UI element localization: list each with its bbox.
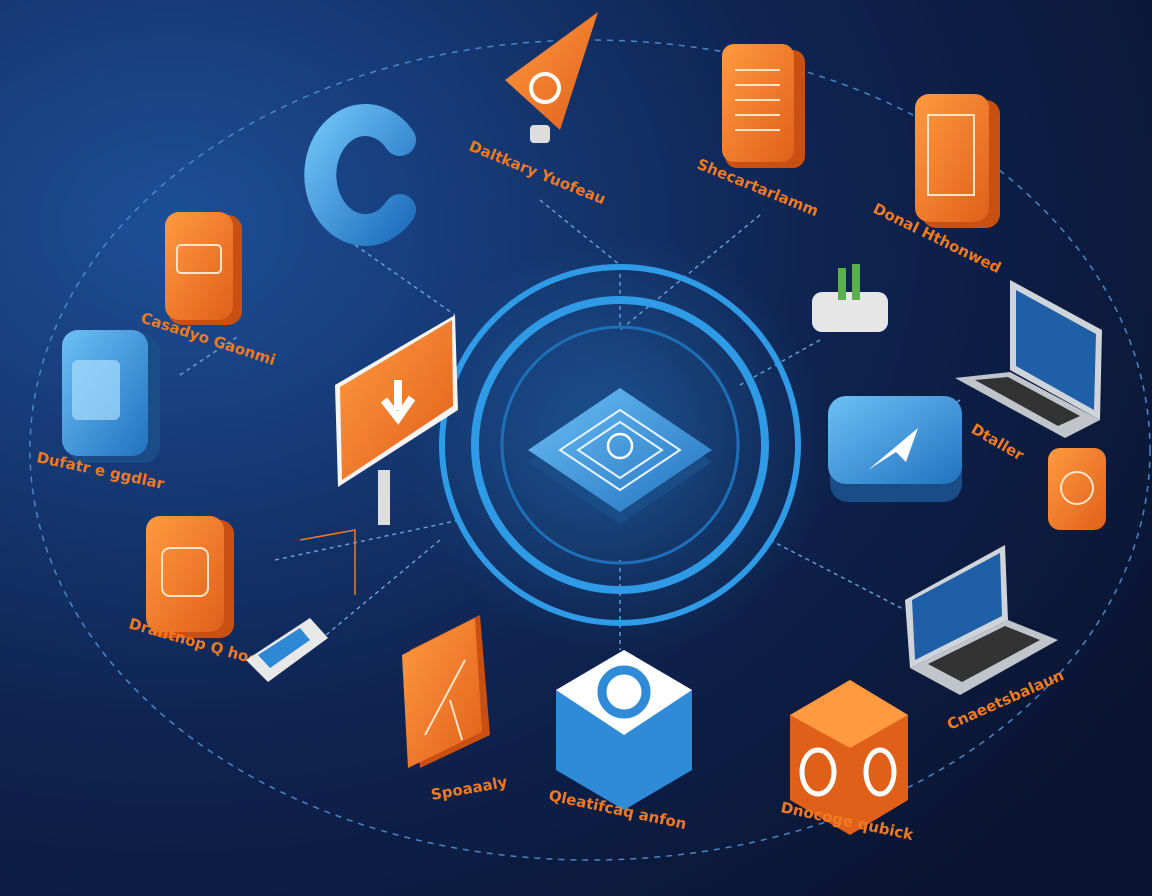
laptop-icon-lower (905, 545, 1058, 695)
blue-c-shape-icon (304, 104, 416, 246)
usb-device-icon (246, 618, 328, 682)
download-sign-icon (335, 315, 458, 525)
plug-icon (812, 264, 888, 332)
cube-icon (556, 650, 692, 810)
package-icon (146, 516, 234, 638)
orbit-dashed-ellipse (29, 39, 1151, 861)
orange-tile-icon (1048, 448, 1106, 530)
document-icon (722, 44, 805, 168)
cursor-arrow-icon (828, 396, 962, 502)
hub-symbol-icon (606, 432, 634, 460)
laptop-icon (955, 280, 1102, 438)
blue-device-icon (62, 330, 160, 463)
flag-icon (505, 12, 598, 143)
server-document-icon (915, 94, 1000, 228)
central-hub (410, 235, 830, 655)
orange-connector (299, 529, 356, 595)
orange-cube-icon (790, 680, 908, 835)
card-icon (165, 212, 242, 325)
tools-tile-icon (402, 615, 490, 768)
